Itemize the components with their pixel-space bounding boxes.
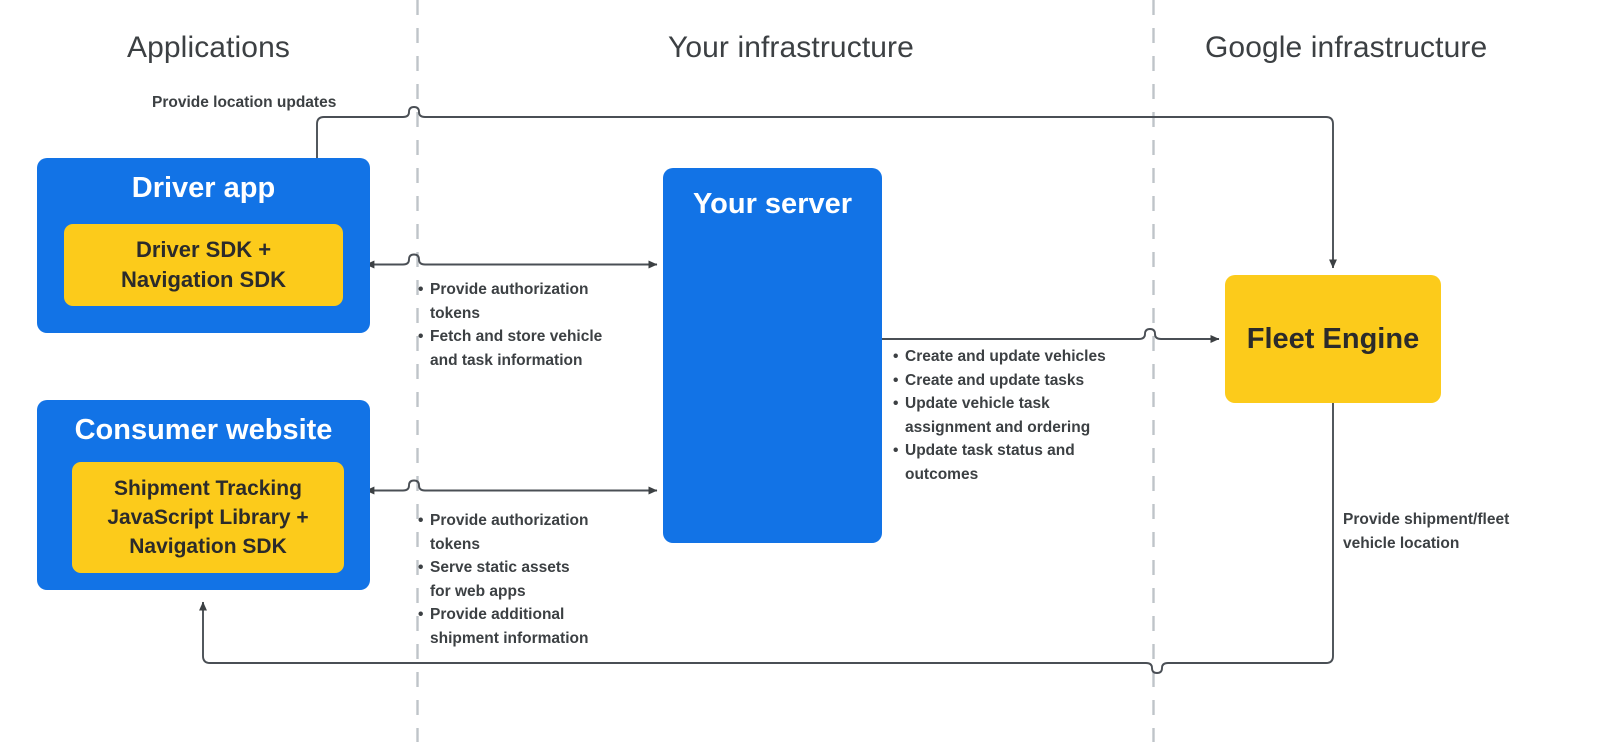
edge-bullets-web-to-server: Provide authorization tokensServe static…: [418, 509, 648, 650]
list-item: Serve static assets for web apps: [418, 556, 648, 603]
edge-driver-app-to-server: [365, 253, 658, 269]
list-item: Update task status and outcomes: [893, 439, 1153, 486]
list-item: Provide additional shipment information: [418, 603, 648, 650]
list-item: Fetch and store vehicle and task informa…: [418, 325, 648, 372]
edge-label-provide-shipment-fleet-vehicle-location: Provide shipment/fleet vehicle location: [1343, 511, 1510, 552]
node-fleet-engine-title: Fleet Engine: [1246, 322, 1420, 355]
list-item: Update vehicle task assignment and order…: [893, 392, 1153, 439]
node-your-server-title: Your server: [692, 188, 853, 220]
node-your-server[interactable]: Your server: [663, 168, 882, 543]
edge-server-to-fleet-engine: [882, 328, 1220, 343]
list-item: Provide authorization tokens: [418, 278, 648, 325]
node-fleet-engine[interactable]: Fleet Engine: [1225, 275, 1441, 403]
edge-label-provide-location-updates: Provide location updates: [152, 94, 337, 111]
zone-title-your-infrastructure: Your infrastructure: [668, 31, 914, 64]
list-item: Create and update tasks: [893, 369, 1153, 393]
list-item: Provide authorization tokens: [418, 509, 648, 556]
edge-location-updates: [316, 106, 1337, 269]
edge-fleet-engine-to-consumer-website: [199, 403, 1334, 674]
node-shipment-tracking-javascript-library[interactable]: Shipment Tracking JavaScript Library + N…: [72, 462, 344, 573]
node-driver-app[interactable]: Driver app Driver SDK + Navigation SDK: [37, 158, 370, 333]
node-consumer-website[interactable]: Consumer website Shipment Tracking JavaS…: [37, 400, 370, 590]
zone-title-applications: Applications: [127, 31, 290, 64]
list-item: Create and update vehicles: [893, 345, 1153, 369]
edge-consumer-website-to-server: [365, 479, 658, 495]
node-driver-sdk-navigation-sdk[interactable]: Driver SDK + Navigation SDK: [64, 224, 343, 306]
edge-bullets-apps-to-server: Provide authorization tokensFetch and st…: [418, 278, 648, 372]
node-consumer-website-title: Consumer website: [74, 414, 333, 446]
edge-bullets-server-to-fleet-engine: Create and update vehiclesCreate and upd…: [893, 345, 1153, 486]
node-driver-app-title: Driver app: [131, 172, 276, 204]
zone-title-google-infrastructure: Google infrastructure: [1205, 31, 1488, 64]
